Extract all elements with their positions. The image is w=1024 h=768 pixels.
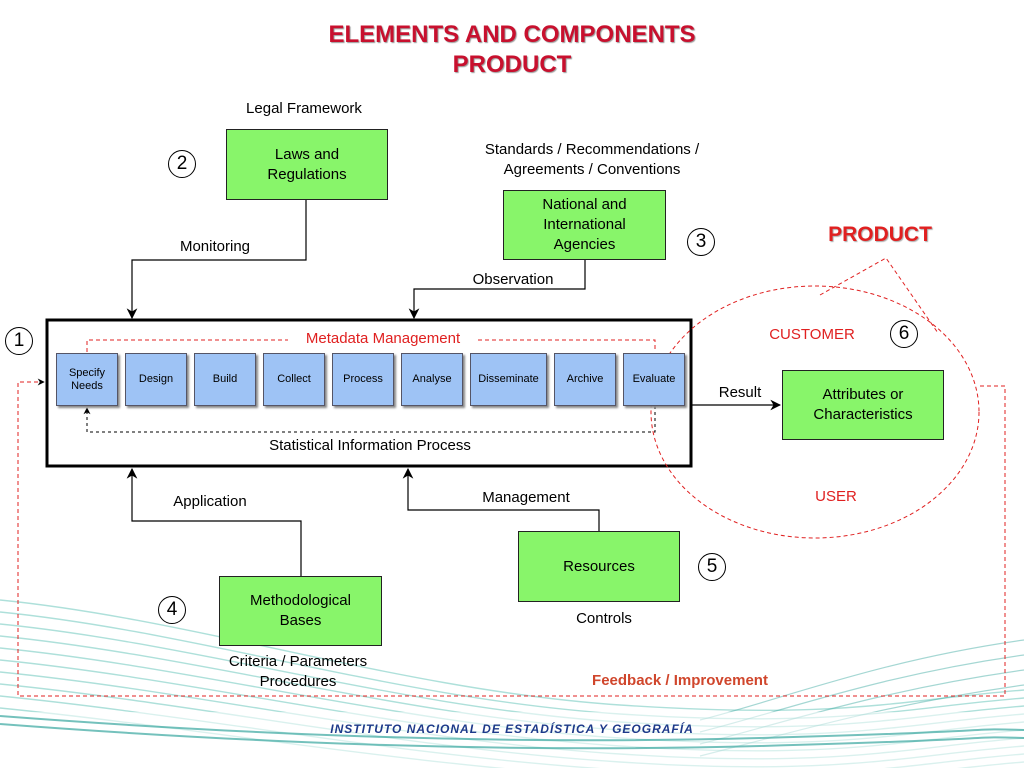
- application-line: [126, 467, 302, 576]
- observation-line: [408, 260, 586, 320]
- page-title: ELEMENTS AND COMPONENTS PRODUCT: [212, 20, 812, 80]
- title-line-2: PRODUCT: [452, 51, 572, 78]
- agencies-box[interactable]: National and International Agencies: [503, 190, 666, 260]
- process-frame: [45, 318, 693, 468]
- step-process[interactable]: Process: [332, 353, 394, 406]
- step-disseminate[interactable]: Disseminate: [470, 353, 547, 406]
- resources-box[interactable]: Resources: [518, 531, 680, 602]
- statistical-process-label: Statistical Information Process: [269, 437, 471, 454]
- step-archive[interactable]: Archive: [554, 353, 616, 406]
- number-marker-2: 2: [168, 150, 196, 178]
- customer-label: CUSTOMER: [769, 326, 855, 343]
- institution-footer: INSTITUTO NACIONAL DE ESTADÍSTICA Y GEOG…: [330, 722, 694, 736]
- number-marker-1: 1: [5, 327, 33, 355]
- methodological-bases-box[interactable]: Methodological Bases: [219, 576, 382, 646]
- management-line: [402, 467, 600, 531]
- attributes-box[interactable]: Attributes or Characteristics: [782, 370, 944, 440]
- laws-regulations-box[interactable]: Laws and Regulations: [226, 129, 388, 200]
- number-marker-4: 4: [158, 596, 186, 624]
- user-label: USER: [815, 488, 857, 505]
- controls-label: Controls: [576, 610, 632, 627]
- title-line-1: ELEMENTS AND COMPONENTS: [328, 21, 696, 48]
- step-analyse[interactable]: Analyse: [401, 353, 463, 406]
- standards-label: Standards / Recommendations / Agreements…: [484, 141, 700, 178]
- product-callout: [819, 257, 939, 334]
- step-design[interactable]: Design: [125, 353, 187, 406]
- monitoring-line: [126, 200, 307, 320]
- metadata-management-label: Metadata Management: [305, 330, 461, 347]
- outer-feedback-loop: [17, 378, 1006, 697]
- criteria-label: Criteria / Parameters Procedures: [228, 653, 368, 690]
- legal-framework-label: Legal Framework: [246, 100, 362, 117]
- number-marker-3: 3: [687, 228, 715, 256]
- application-label: Application: [173, 493, 247, 510]
- product-label: PRODUCT: [828, 223, 932, 246]
- result-label: Result: [718, 384, 762, 401]
- inner-feedback-loop: [83, 406, 656, 433]
- number-marker-5: 5: [698, 553, 726, 581]
- step-build[interactable]: Build: [194, 353, 256, 406]
- management-label: Management: [482, 489, 570, 506]
- observation-label: Observation: [472, 271, 554, 288]
- number-marker-6: 6: [890, 320, 918, 348]
- laws-line-2: Regulations: [267, 165, 347, 183]
- step-collect[interactable]: Collect: [263, 353, 325, 406]
- monitoring-label: Monitoring: [179, 238, 251, 255]
- product-ellipse: [650, 285, 980, 539]
- metadata-bracket: [86, 339, 656, 352]
- laws-line-1: Laws and: [274, 145, 340, 163]
- step-evaluate[interactable]: Evaluate: [623, 353, 685, 406]
- feedback-label: Feedback / Improvement: [592, 672, 768, 689]
